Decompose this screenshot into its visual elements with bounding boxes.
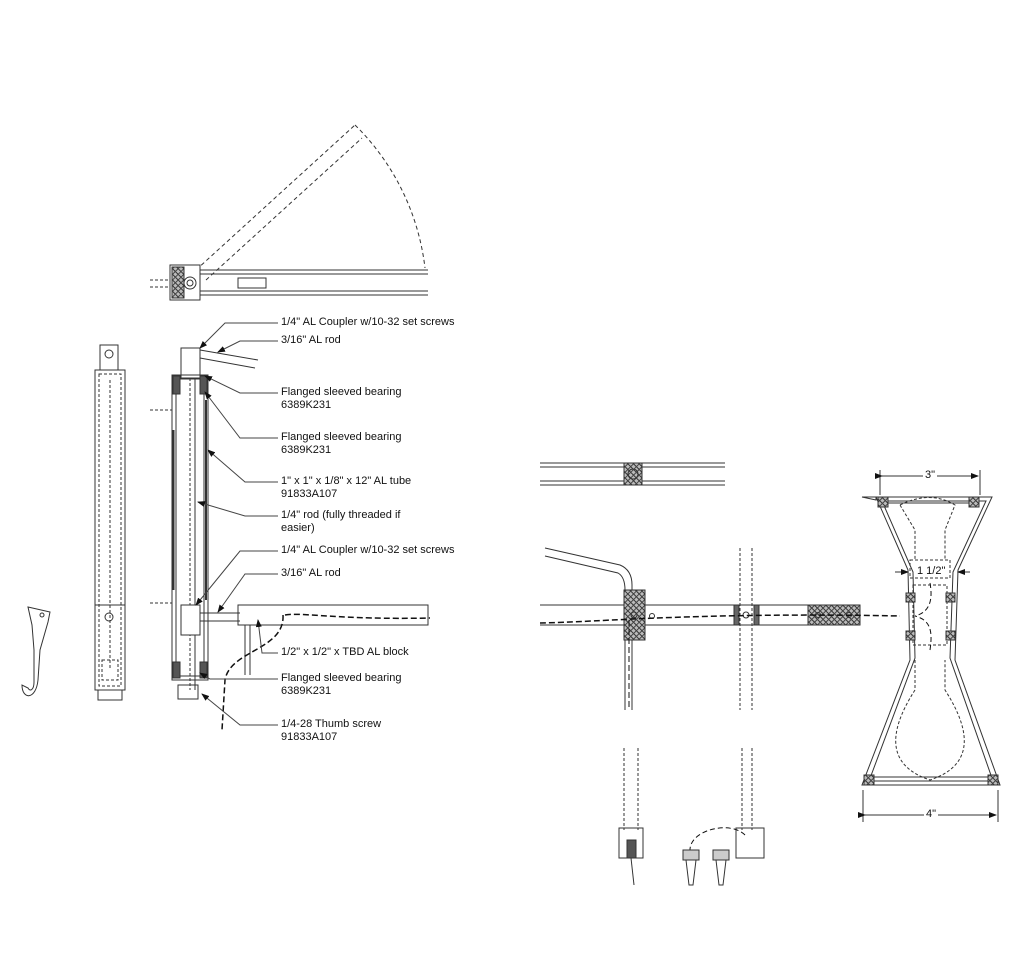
callout-text: Flanged sleeved bearing [281, 431, 402, 443]
callout-part-number: 6389K231 [281, 685, 332, 697]
callout-part-number: 6389K231 [281, 444, 332, 456]
callout-text: 1/4" rod (fully threaded if [281, 509, 401, 521]
callout-rod-top: 3/16" AL rod [281, 334, 341, 347]
callout-text: 3/16" AL rod [281, 334, 341, 346]
callout-part-number: 91833A107 [281, 731, 338, 743]
dimension-neck-width: 1 1/2" [915, 565, 948, 577]
side-view-assembly [21, 344, 126, 701]
dimension-top-width: 3" [923, 469, 938, 481]
callout-text: 1/2" x 1/2" x TBD AL block [281, 646, 409, 658]
callout-text: 1/4" AL Coupler w/10-32 set screws [281, 544, 455, 556]
callout-part-number: 6389K231 [281, 399, 332, 411]
callout-text: 1" x 1" x 1/8" x 12" AL tube [281, 475, 412, 487]
callout-coupler-top: 1/4" AL Coupler w/10-32 set screws [281, 316, 454, 329]
callout-text: Flanged sleeved bearing [281, 672, 402, 684]
hourglass-frame [861, 496, 1001, 786]
dimension-bottom-width: 4" [924, 808, 939, 820]
section-view-assembly [150, 347, 431, 731]
callout-text: 1/4-28 Thumb screw [281, 718, 382, 730]
callout-coupler-bottom: 1/4" AL Coupler w/10-32 set screws [281, 544, 454, 557]
callout-part-number: 91833A107 [281, 488, 338, 500]
callout-text-cont: easier) [281, 522, 315, 534]
callout-text: 3/16" AL rod [281, 567, 341, 579]
callout-text: Flanged sleeved bearing [281, 386, 402, 398]
callout-rod-bottom: 3/16" AL rod [281, 567, 341, 580]
leader-lines [195, 322, 278, 726]
plan-views [539, 462, 901, 886]
rotation-view [150, 124, 428, 301]
callout-text: 1/4" AL Coupler w/10-32 set screws [281, 316, 455, 328]
callout-al-block: 1/2" x 1/2" x TBD AL block [281, 646, 409, 659]
